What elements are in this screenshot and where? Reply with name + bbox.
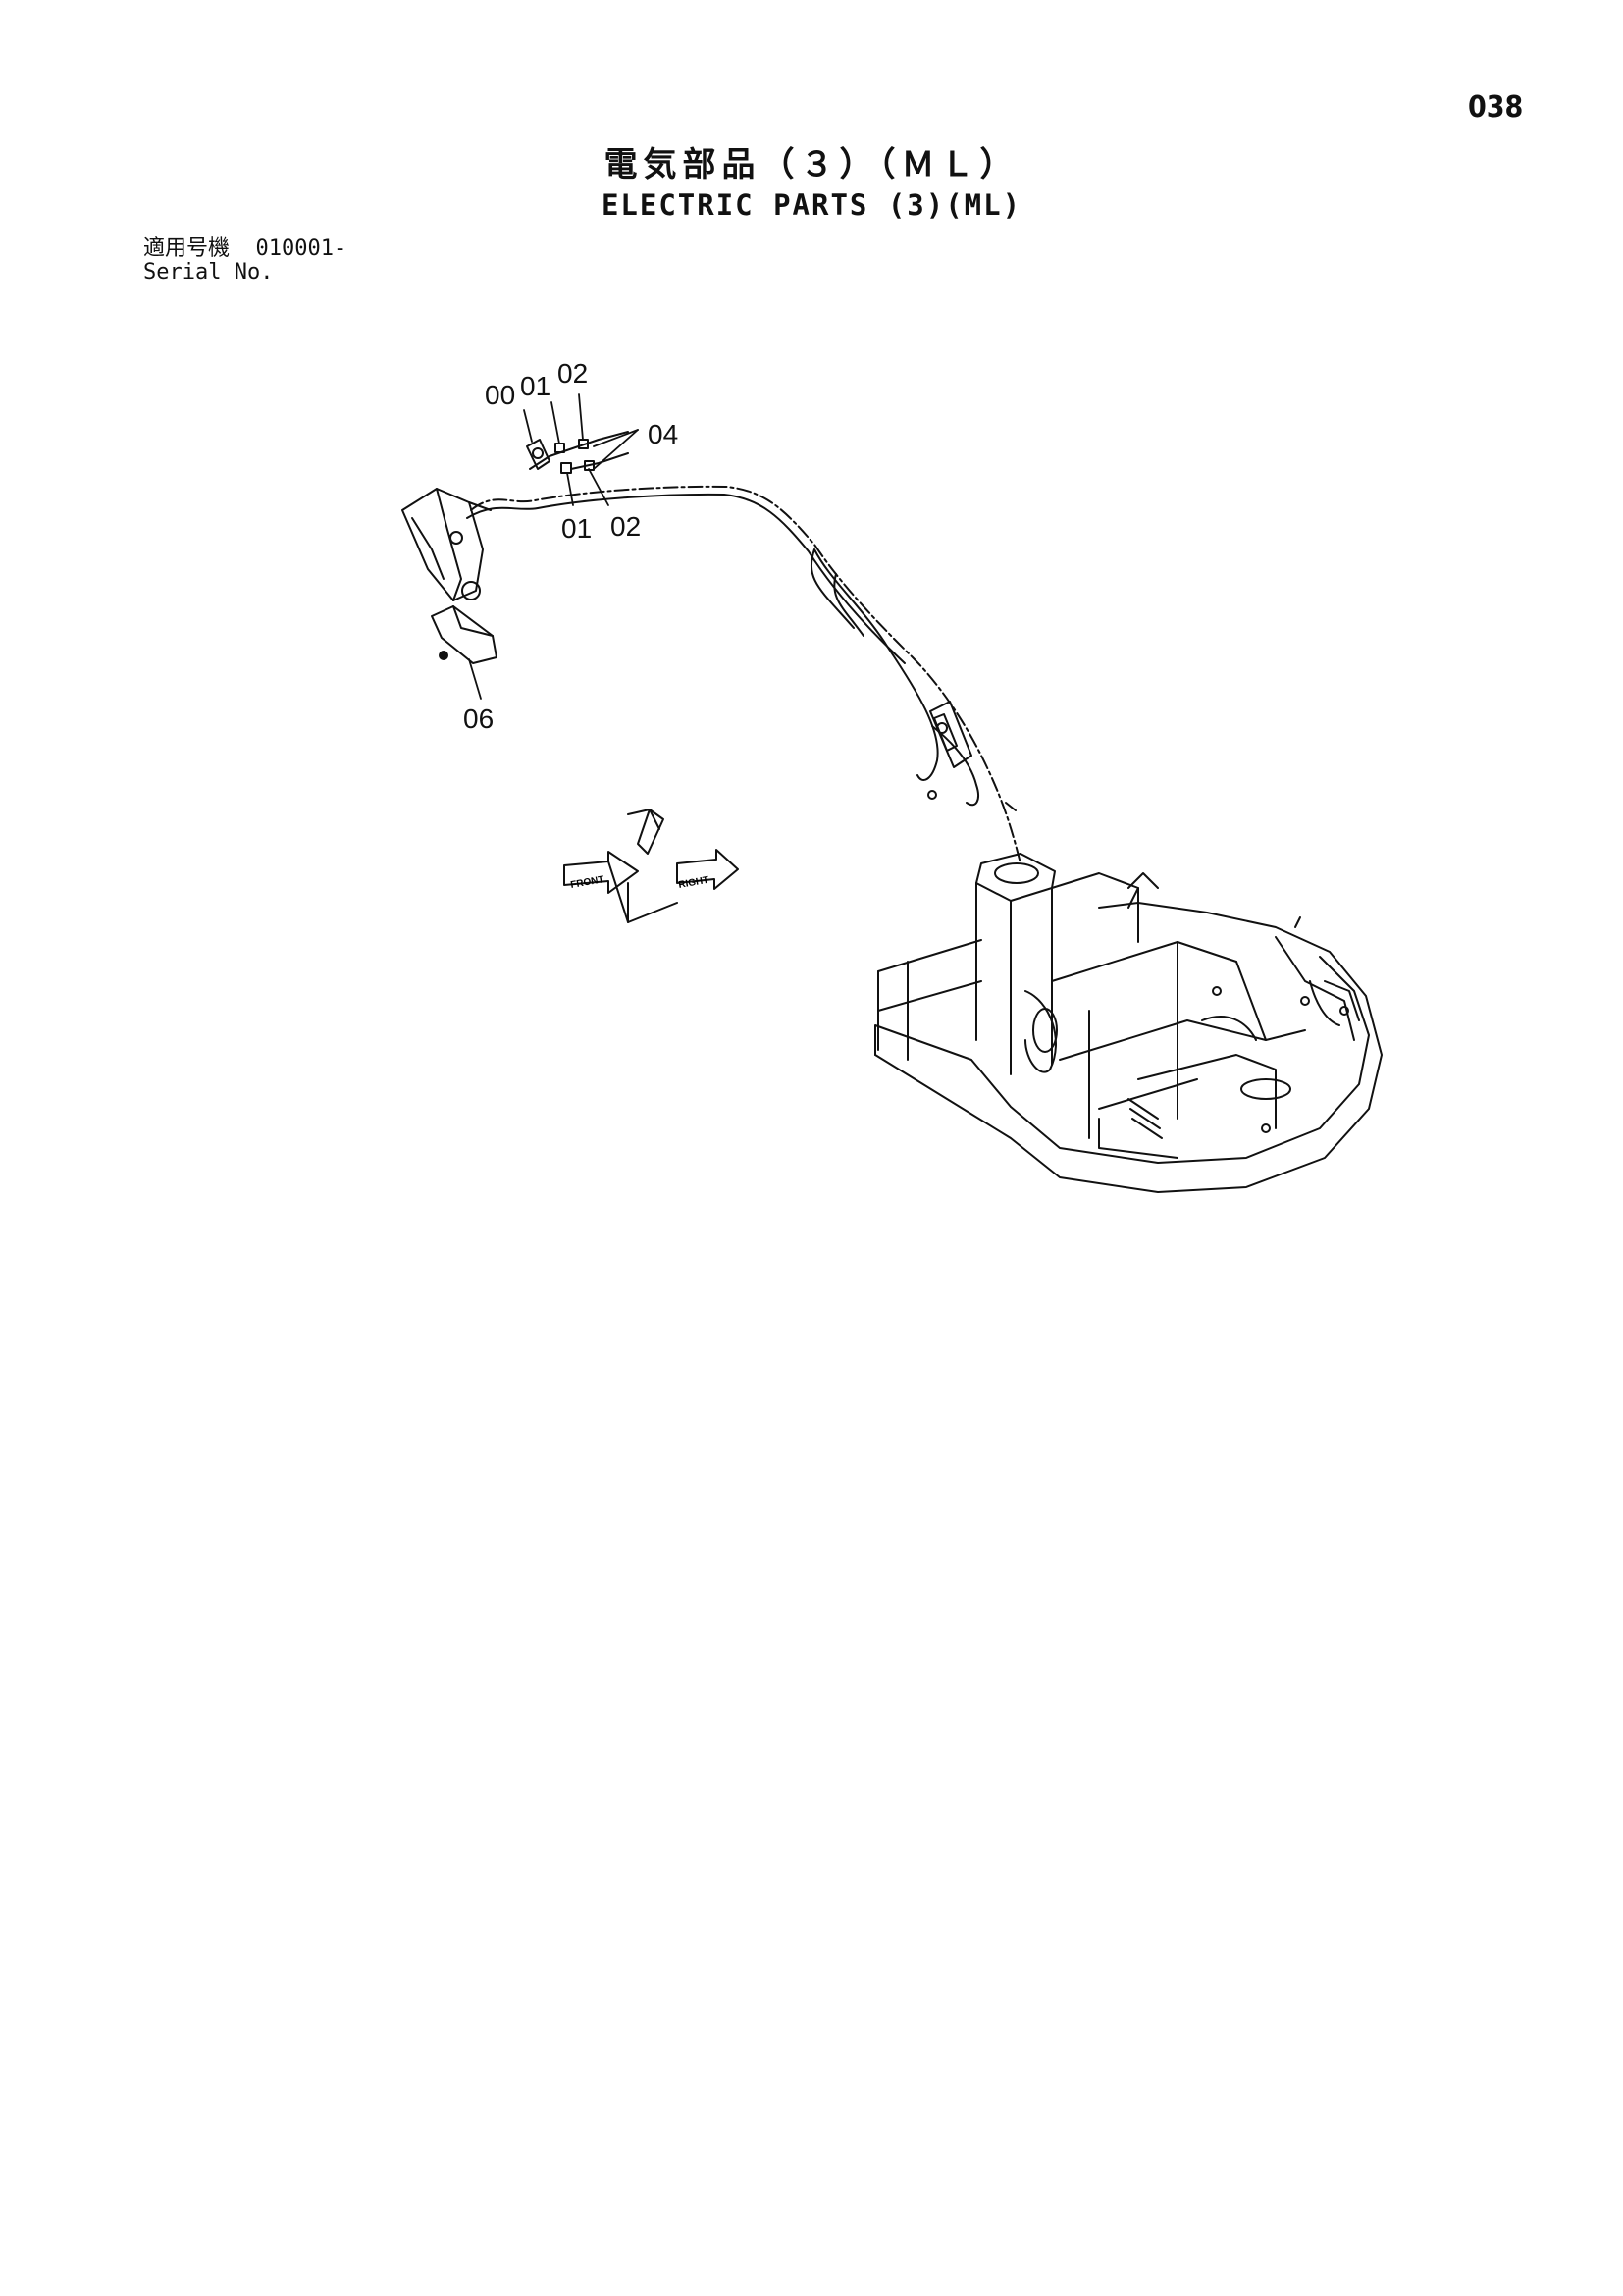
lamp-connector-assembly bbox=[526, 431, 629, 474]
callout-01-top: 01 bbox=[520, 371, 550, 401]
serial-info: 適用号機 010001- Serial No. bbox=[143, 237, 346, 285]
callout-02-bottom: 02 bbox=[610, 511, 641, 542]
page-title-japanese: 電気部品（３）（ＭＬ） bbox=[603, 145, 1020, 184]
direction-indicator bbox=[563, 809, 739, 923]
page-title-english: ELECTRIC PARTS (3)(ML) bbox=[601, 188, 1022, 222]
upperstructure-frame bbox=[874, 853, 1383, 1193]
serial-label-japanese: 適用号機 bbox=[143, 236, 231, 261]
callout-02-top: 02 bbox=[557, 358, 588, 389]
callout-01-bottom: 01 bbox=[561, 513, 592, 544]
callout-06: 06 bbox=[463, 704, 494, 734]
callout-labels: 00 01 02 04 01 02 06 FRONT RIGHT bbox=[463, 358, 709, 891]
direction-front-label: FRONT bbox=[570, 874, 605, 891]
direction-right-label: RIGHT bbox=[678, 875, 710, 891]
page-number: 038 bbox=[1468, 90, 1524, 125]
protective-plate bbox=[431, 605, 497, 664]
callout-00: 00 bbox=[485, 380, 515, 410]
callout-04: 04 bbox=[648, 419, 678, 449]
serial-label-english: Serial No. bbox=[143, 260, 274, 285]
wire-harness bbox=[466, 485, 1021, 864]
boom-light-bracket bbox=[401, 488, 492, 601]
leader-lines bbox=[468, 393, 639, 700]
serial-number-value: 010001- bbox=[255, 236, 347, 261]
